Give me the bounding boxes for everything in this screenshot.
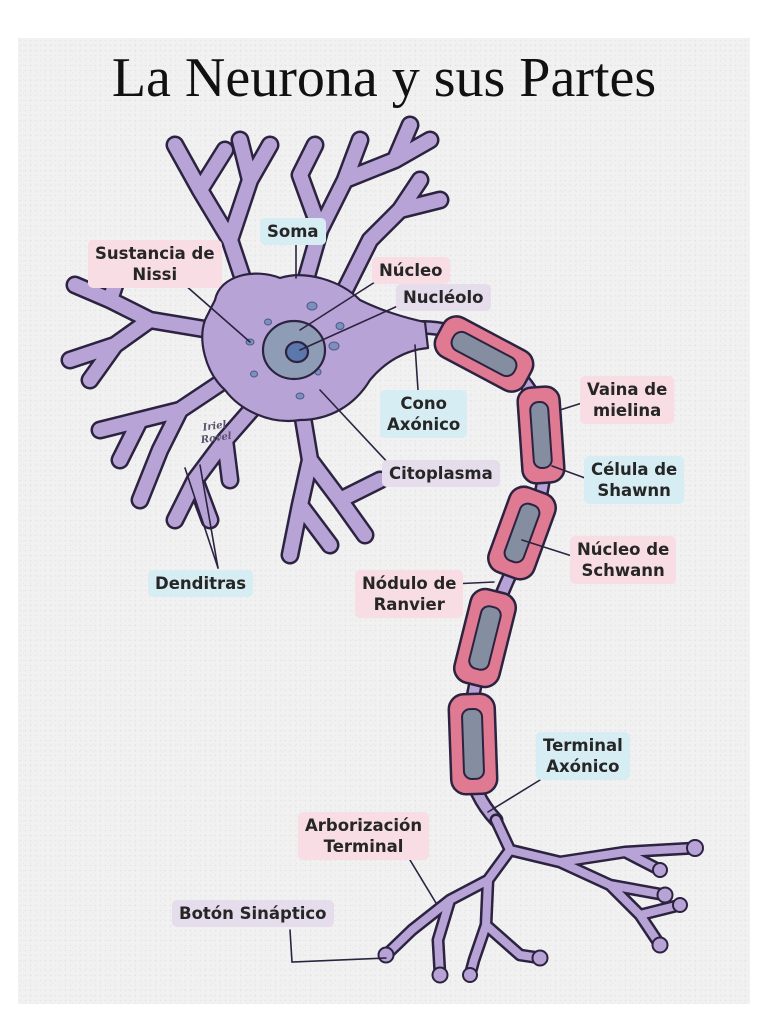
- label-arborizacion-terminal: Arborización Terminal: [298, 812, 430, 860]
- nissl-bodies: [245, 301, 345, 400]
- label-text: Ranvier: [373, 595, 445, 614]
- label-text: Axónico: [387, 415, 461, 434]
- leader-arborizacion: [409, 859, 437, 904]
- leader-cono: [414, 344, 419, 391]
- label-nucleo-schwann: Núcleo de Schwann: [570, 536, 677, 584]
- label-nucleolo: Nucléolo: [396, 284, 491, 311]
- leader-nucleolo: [299, 304, 401, 351]
- label-text: Nódulo de: [362, 574, 457, 593]
- schwann-cell-2: [516, 385, 566, 485]
- leader-vaina: [559, 402, 583, 411]
- label-boton-sinaptico: Botón Sináptico: [172, 900, 334, 927]
- leader-terminal: [487, 779, 541, 813]
- leader-nissi: [184, 284, 251, 343]
- label-text: Terminal: [323, 837, 404, 856]
- artist-signature: Iriel Rovel: [198, 419, 232, 447]
- leader-dendritas-1: [199, 464, 219, 569]
- schwann-cell-4: [453, 587, 517, 689]
- nucleolus: [284, 340, 310, 364]
- label-text: Terminal: [543, 736, 623, 755]
- label-text: Denditras: [155, 574, 247, 593]
- label-text: Núcleo: [379, 261, 443, 280]
- leader-boton: [289, 929, 387, 963]
- label-text: Citoplasma: [389, 464, 493, 483]
- leader-lines: [184, 244, 586, 963]
- label-soma: Soma: [260, 218, 326, 245]
- label-text: Cono: [400, 394, 447, 413]
- label-terminal-axonico: Terminal Axónico: [536, 732, 630, 780]
- label-text: Schwann: [581, 561, 665, 580]
- page-title: La Neurona y sus Partes: [111, 47, 657, 109]
- schwann-cell-3: [487, 485, 557, 581]
- label-text: Nucléolo: [403, 288, 484, 307]
- leader-celula: [551, 465, 586, 479]
- label-text: Botón Sináptico: [179, 904, 327, 923]
- label-dendritas: Denditras: [148, 570, 254, 597]
- label-vaina-mielina: Vaina de mielina: [580, 376, 675, 424]
- leader-dendritas-2: [184, 467, 219, 569]
- label-nucleo: Núcleo: [372, 257, 450, 284]
- label-celula-schwann: Célula de Shawnn: [584, 456, 685, 504]
- label-text: Célula de: [591, 460, 678, 479]
- label-sustancia-nissi: Sustancia de Nissi: [88, 240, 222, 288]
- neuron-body-group: [60, 115, 704, 984]
- leader-nucleo-schwann: [521, 539, 573, 557]
- label-text: Nissi: [132, 265, 178, 284]
- label-citoplasma: Citoplasma: [382, 460, 500, 487]
- label-text: Núcleo de: [577, 540, 670, 559]
- myelin-sheath-segments: [433, 315, 566, 796]
- terminal-arborization: [382, 816, 699, 979]
- label-text: Vaina de: [587, 380, 668, 399]
- textured-paper-background: [18, 38, 750, 1004]
- label-nodulo-ranvier: Nódulo de Ranvier: [355, 570, 464, 618]
- label-text: Soma: [267, 222, 319, 241]
- schwann-cell-1: [433, 315, 535, 393]
- label-text: Arborización: [305, 816, 423, 835]
- label-text: Axónico: [546, 757, 620, 776]
- leader-nucleo: [299, 281, 376, 331]
- dendrites: [63, 118, 447, 562]
- label-text: Sustancia de: [95, 244, 215, 263]
- leader-citoplasma: [319, 389, 391, 466]
- schwann-cell-5: [447, 692, 499, 796]
- label-text: Shawnn: [597, 481, 671, 500]
- label-text: mielina: [593, 401, 662, 420]
- label-cono-axonico: Cono Axónico: [380, 390, 468, 438]
